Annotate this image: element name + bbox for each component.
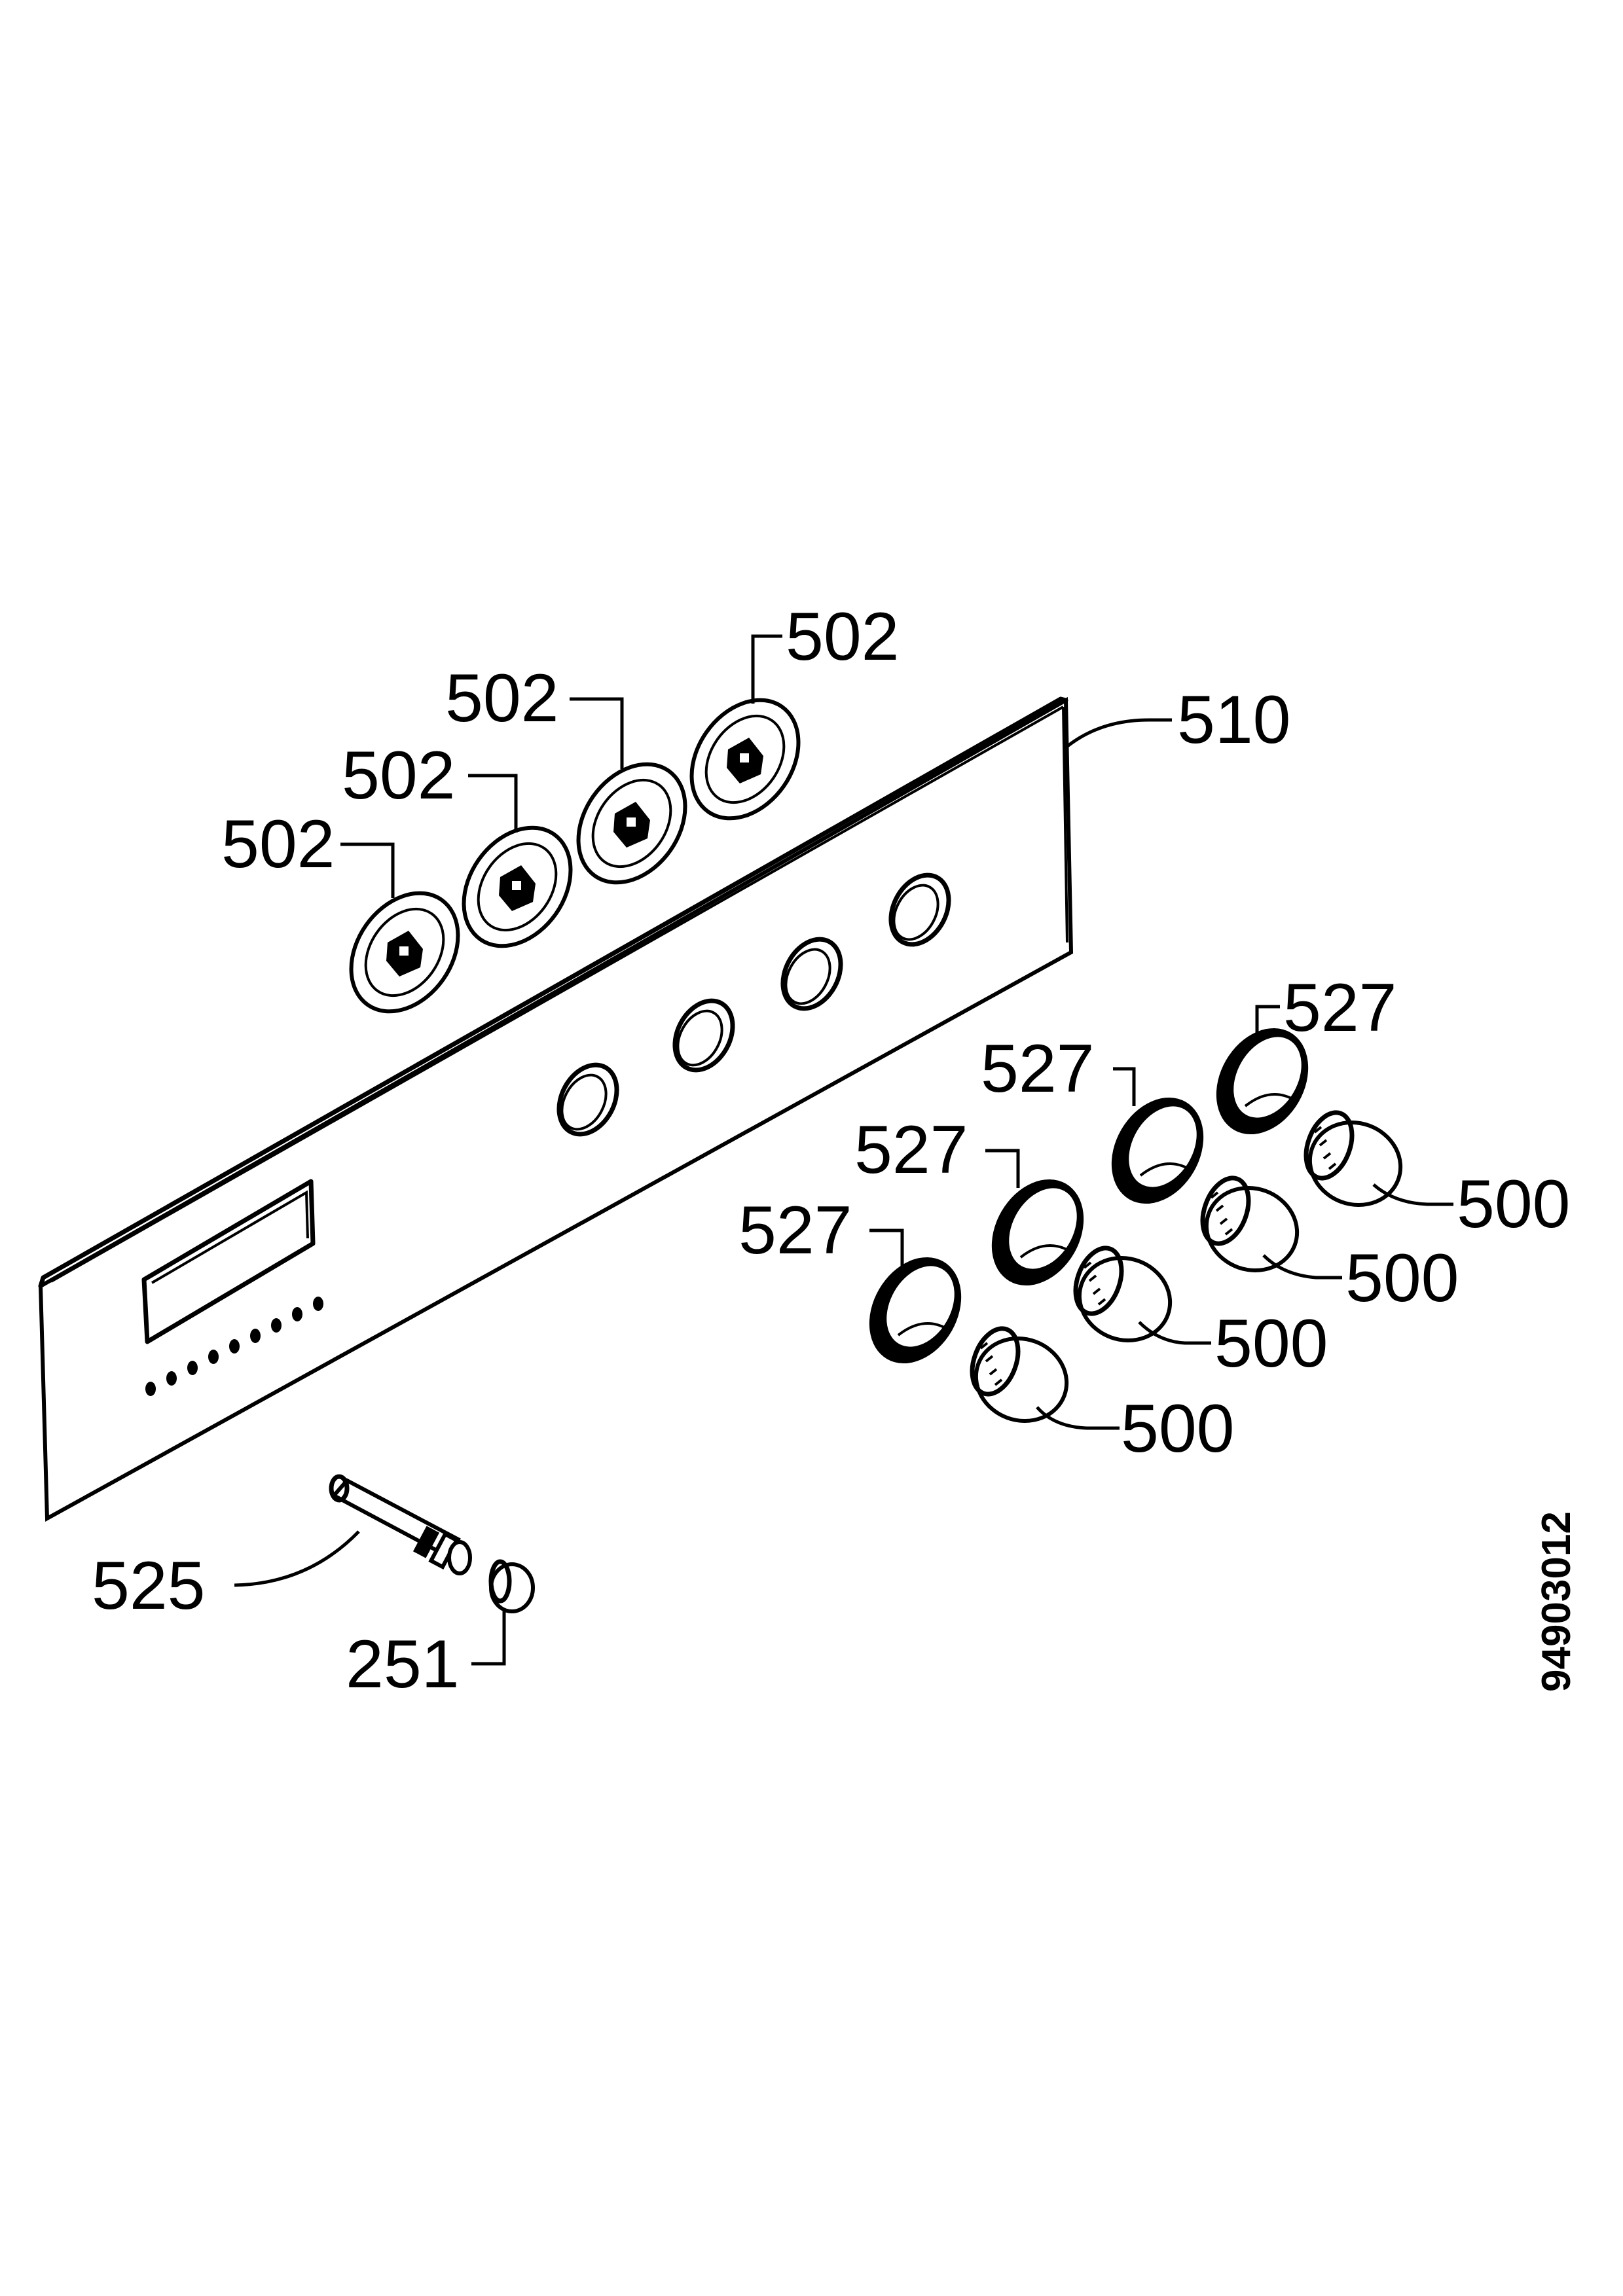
label-502: 502: [342, 738, 456, 814]
escutcheon-disc: [576, 762, 687, 885]
control-knob: [1073, 1246, 1173, 1342]
escutcheon-disc: [689, 698, 801, 821]
indicator-dots: [145, 1297, 323, 1396]
label-500: 500: [1345, 1240, 1459, 1316]
label-502: 502: [786, 599, 900, 675]
leader-lines: [234, 634, 1453, 1666]
control-knob: [970, 1326, 1069, 1423]
escutcheon-discs: [349, 698, 801, 1014]
label-527: 527: [854, 1112, 968, 1188]
knob-rings: [869, 1028, 1309, 1364]
callout-labels: 502 502 502 502 510 527 527 527 527 500 …: [92, 599, 1579, 1702]
escutcheon-disc: [349, 891, 460, 1014]
spindle-cap: [488, 1559, 535, 1613]
control-knobs: [970, 1110, 1403, 1423]
label-500: 500: [1457, 1166, 1571, 1242]
spindle-shaft: [329, 1474, 472, 1575]
control-panel: [38, 696, 1074, 1522]
label-502: 502: [221, 806, 335, 882]
display-window: [141, 1179, 316, 1344]
control-knob: [1304, 1110, 1403, 1207]
label-500: 500: [1214, 1306, 1328, 1382]
diagram-code: 94903012: [1534, 1511, 1579, 1692]
knob-ring: [991, 1179, 1084, 1286]
knob-ring: [1111, 1097, 1204, 1204]
escutcheon-disc: [462, 825, 573, 948]
label-500: 500: [1121, 1391, 1235, 1467]
label-251: 251: [346, 1626, 460, 1702]
label-527: 527: [981, 1031, 1095, 1107]
label-525: 525: [92, 1548, 206, 1624]
control-knob: [1200, 1175, 1300, 1272]
label-527: 527: [1283, 970, 1397, 1046]
label-527: 527: [739, 1193, 852, 1268]
knob-ring: [869, 1257, 962, 1364]
knob-holes: [556, 872, 951, 1137]
knob-ring: [1216, 1028, 1309, 1135]
label-510: 510: [1177, 682, 1291, 758]
label-502: 502: [445, 660, 559, 736]
